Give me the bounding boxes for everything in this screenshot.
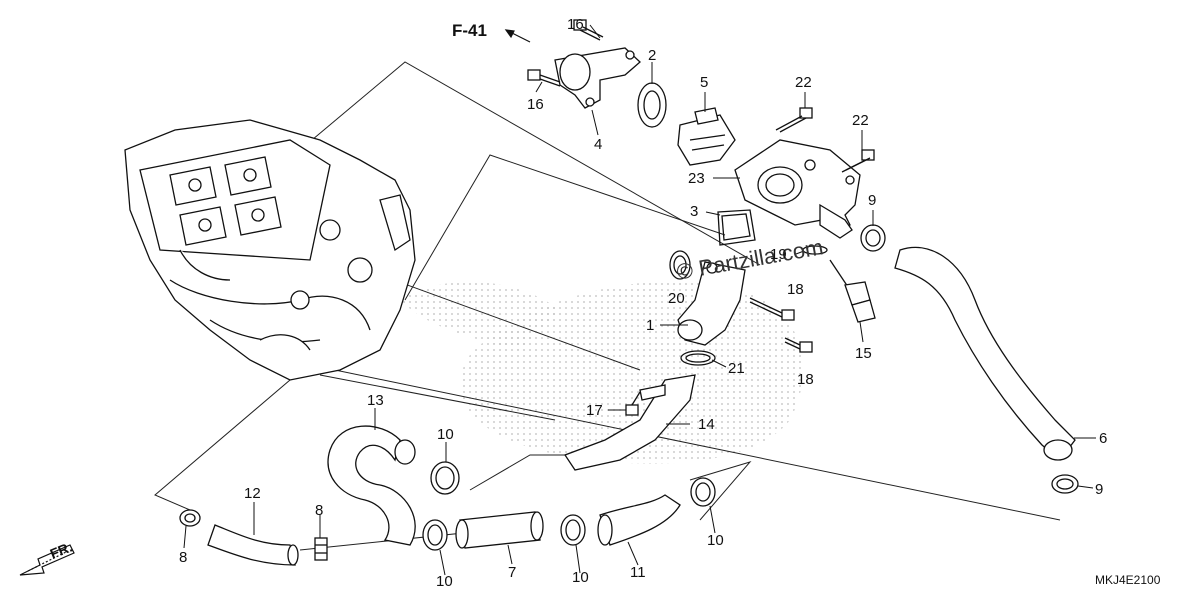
thermostat-5 xyxy=(677,107,736,166)
hose-11 xyxy=(597,494,681,546)
callout-22a[interactable]: 22 xyxy=(795,74,812,91)
bolt-16b xyxy=(527,69,561,87)
clamp-8b xyxy=(314,537,328,561)
clamp-9b xyxy=(1051,474,1079,494)
reference-link-label[interactable]: F-41 xyxy=(452,21,487,40)
bolt-22b xyxy=(841,149,875,173)
callout-7[interactable]: 7 xyxy=(508,564,517,581)
reference-arrow xyxy=(504,29,531,43)
callout-16a[interactable]: 16 xyxy=(567,16,584,33)
callout-4[interactable]: 4 xyxy=(594,136,603,153)
water-pump-housing-23 xyxy=(734,139,861,239)
clamp-8a xyxy=(179,509,201,527)
callout-6[interactable]: 6 xyxy=(1099,430,1108,447)
callout-2[interactable]: 2 xyxy=(648,47,657,64)
callout-17[interactable]: 17 xyxy=(586,402,603,419)
clamp-10d xyxy=(690,477,716,507)
diagram-code: MKJ4E2100 xyxy=(1095,573,1161,587)
pipe-7 xyxy=(455,511,544,549)
callout-13[interactable]: 13 xyxy=(367,392,384,409)
callout-14[interactable]: 14 xyxy=(698,416,715,433)
gasket-3 xyxy=(717,209,756,246)
callout-11[interactable]: 11 xyxy=(630,564,646,581)
engine-block xyxy=(124,119,416,381)
radiator-hose-6 xyxy=(894,246,1076,461)
bolt-16a xyxy=(573,19,604,41)
callout-9b[interactable]: 9 xyxy=(1095,481,1104,498)
callout-10d[interactable]: 10 xyxy=(707,532,724,549)
callout-leaders xyxy=(183,24,1096,576)
o-ring-19 xyxy=(802,245,828,255)
callout-15[interactable]: 15 xyxy=(855,345,872,362)
hose-12 xyxy=(207,524,299,566)
callout-8b[interactable]: 8 xyxy=(315,502,324,519)
bolt-18b xyxy=(784,337,813,353)
clamp-9a xyxy=(860,224,886,252)
water-pipe-14 xyxy=(564,374,696,471)
callout-20[interactable]: 20 xyxy=(668,290,685,307)
callout-10a[interactable]: 10 xyxy=(437,426,454,443)
callout-16b[interactable]: 16 xyxy=(527,96,544,113)
callout-10c[interactable]: 10 xyxy=(572,569,589,586)
clamp-10c xyxy=(560,514,586,546)
callout-18b[interactable]: 18 xyxy=(797,371,814,388)
temperature-sensor-15 xyxy=(829,259,876,323)
callout-10b[interactable]: 10 xyxy=(436,573,453,590)
callout-22b[interactable]: 22 xyxy=(852,112,869,129)
seal-2 xyxy=(637,82,667,128)
callout-19[interactable]: 19 xyxy=(770,246,787,263)
callout-1[interactable]: 1 xyxy=(646,317,655,334)
callout-5[interactable]: 5 xyxy=(700,74,709,91)
o-ring-20 xyxy=(669,250,691,280)
bolt-18a xyxy=(749,297,795,321)
bolt-22a xyxy=(775,107,813,133)
thermostat-cover-4 xyxy=(554,47,641,109)
callout-9a[interactable]: 9 xyxy=(868,192,877,209)
callout-12[interactable]: 12 xyxy=(244,485,261,502)
callout-3[interactable]: 3 xyxy=(690,203,699,220)
clamp-10a xyxy=(430,461,460,495)
clamp-10b xyxy=(422,519,448,551)
front-arrow xyxy=(19,544,75,576)
hose-13 xyxy=(327,425,416,546)
callout-8a[interactable]: 8 xyxy=(179,549,188,566)
callout-23[interactable]: 23 xyxy=(688,170,705,187)
callout-18a[interactable]: 18 xyxy=(787,281,804,298)
o-ring-21 xyxy=(680,350,716,366)
callout-21[interactable]: 21 xyxy=(728,360,745,377)
leader-lines xyxy=(154,61,1061,551)
